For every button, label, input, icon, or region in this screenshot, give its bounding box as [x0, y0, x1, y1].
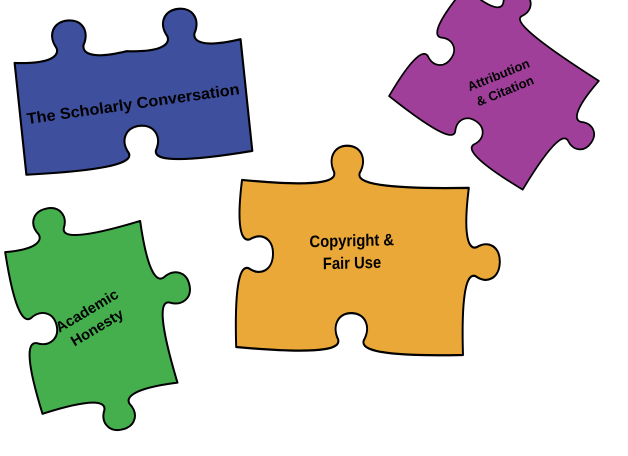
- attribution-citation-shape: [388, 0, 600, 191]
- copyright-fair-use-piece: Copyright & Fair Use: [234, 144, 501, 357]
- puzzle-diagram: The Scholarly Conversation Attribution &…: [4, 0, 600, 432]
- academic-honesty-shape: [4, 207, 191, 432]
- attribution-citation-piece: Attribution & Citation: [388, 0, 600, 191]
- copyright-fair-use-label-line2: Fair Use: [323, 254, 382, 273]
- academic-honesty-piece: Academic Honesty: [4, 207, 191, 432]
- scholarly-conversation-piece: The Scholarly Conversation: [13, 7, 254, 176]
- copyright-fair-use-shape: [234, 144, 501, 357]
- scholarly-conversation-shape: [13, 7, 254, 176]
- copyright-fair-use-label-line1: Copyright &: [309, 231, 394, 251]
